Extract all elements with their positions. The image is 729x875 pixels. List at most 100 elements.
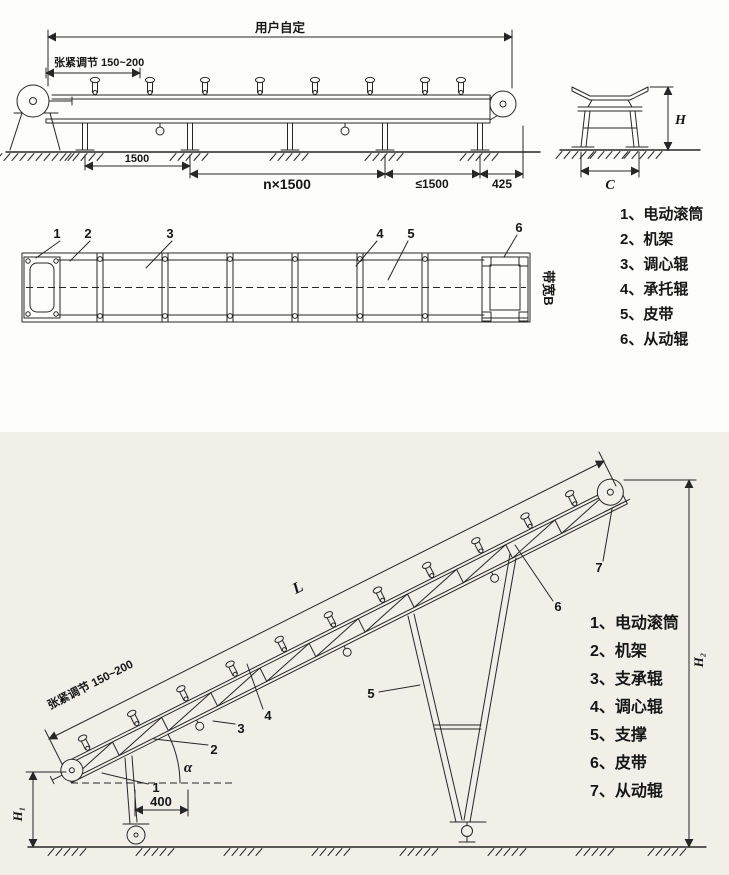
dim-H1: H₁ xyxy=(10,771,67,848)
legend-item: 5、支撑 xyxy=(590,725,647,744)
leg-icon xyxy=(375,122,395,151)
legend-item: 6、从动辊 xyxy=(620,330,688,348)
leg-icon xyxy=(180,122,200,151)
callout-7: 7 xyxy=(595,560,602,575)
plan-callouts: 1 2 3 4 5 6 xyxy=(35,220,523,281)
callout-3: 3 xyxy=(166,226,173,241)
idler-icon xyxy=(365,76,375,95)
dim-alpha: α xyxy=(71,733,232,784)
dim-H2: H₂ xyxy=(623,479,706,848)
callout-6: 6 xyxy=(515,220,522,235)
legend-item: 1、电动滚筒 xyxy=(590,613,679,632)
tension-label-incline: 张紧调节 150~200 xyxy=(45,657,135,712)
plan-drive-pulley xyxy=(23,256,61,319)
idler-icon xyxy=(200,76,210,95)
dim-user-defined-label: 用户自定 xyxy=(254,20,306,35)
legend-item: 2、机架 xyxy=(590,641,647,660)
ground-hatch xyxy=(589,151,629,159)
horizontal-conveyor-drawing: 用户自定 张紧调节 150~200 xyxy=(0,20,703,348)
dim-C-label: C xyxy=(605,178,615,193)
ground-hatch xyxy=(487,848,527,856)
trough-idler-set xyxy=(571,86,649,112)
frame-legs xyxy=(75,122,490,151)
callout-4: 4 xyxy=(264,708,272,723)
callout-1: 1 xyxy=(152,780,159,795)
ground-hatch xyxy=(575,848,615,856)
legend-item: 6、皮带 xyxy=(590,753,647,772)
plan-driven-pulley xyxy=(481,256,529,322)
callout-6: 6 xyxy=(554,599,561,614)
dim-1500-label: 1500 xyxy=(125,153,149,165)
callout-2: 2 xyxy=(84,226,91,241)
callout-4: 4 xyxy=(376,226,384,241)
ground-hatch xyxy=(555,151,595,159)
ground-hatch xyxy=(364,153,404,161)
legend-top: 1、电动滚筒 2、机架 3、调心辊 4、承托辊 5、皮带 6、从动辊 xyxy=(620,205,703,348)
legend-item: 2、机架 xyxy=(620,230,673,248)
ground-hatch xyxy=(399,848,439,856)
horizontal-conveyor-panel: 用户自定 张紧调节 150~200 xyxy=(0,0,729,432)
tension-label-top: 张紧调节 150~200 xyxy=(54,55,144,69)
ground-hatch xyxy=(269,153,309,161)
dim-le1500-label: ≤1500 xyxy=(415,177,449,191)
dim-400-label: 400 xyxy=(150,794,172,809)
legend-item: 5、皮带 xyxy=(620,305,673,323)
dim-H-label: H xyxy=(674,113,687,128)
legend-item: 4、调心辊 xyxy=(590,697,663,716)
legend-item: 1、电动滚筒 xyxy=(620,205,703,223)
callout-5: 5 xyxy=(407,226,414,241)
dim-n1500-label: n×1500 xyxy=(263,176,311,192)
callout-5: 5 xyxy=(367,686,374,701)
tail-support-wheel xyxy=(122,755,150,845)
drive-pulley xyxy=(9,84,73,151)
dim-425-label: 425 xyxy=(492,177,512,191)
conveyor-frame xyxy=(45,94,491,124)
callout-1: 1 xyxy=(53,226,60,241)
callout-2: 2 xyxy=(210,742,217,757)
leg-icon xyxy=(280,122,300,151)
ground-hatch xyxy=(47,848,87,856)
leg-icon xyxy=(75,122,95,151)
ground-hatch xyxy=(459,153,499,161)
inclined-truss xyxy=(49,478,631,785)
incline-carrying-idlers xyxy=(76,488,581,753)
dim-C: C xyxy=(580,151,640,193)
dim-chain-bottom: 1500 n×1500 ≤1500 425 xyxy=(84,125,524,192)
dim-H1-label: H₁ xyxy=(10,807,25,823)
plan-view: 1 2 3 4 5 6 带宽B xyxy=(21,220,556,323)
inclined-conveyor-panel: L 张紧调节 150~200 H₁ H₂ 400 xyxy=(0,432,729,875)
incline-ground xyxy=(27,846,707,856)
dim-L-label: L xyxy=(289,578,306,598)
inclined-conveyor-drawing: L 张紧调节 150~200 H₁ H₂ 400 xyxy=(10,451,707,856)
dim-400: 400 xyxy=(134,789,189,817)
end-view-stand xyxy=(571,110,649,148)
dim-H: H xyxy=(649,86,687,151)
return-idlers xyxy=(155,122,350,136)
idler-icon xyxy=(255,76,265,95)
dim-alpha-label: α xyxy=(184,760,193,776)
belt-width-label: 带宽B xyxy=(541,270,556,305)
end-view: H C xyxy=(555,86,701,193)
ground-hatch xyxy=(135,848,175,856)
ground-hatch xyxy=(623,151,663,159)
legend-item: 3、调心辊 xyxy=(620,255,688,273)
callout-3: 3 xyxy=(237,721,244,736)
incline-callouts: 1 2 3 4 5 6 7 xyxy=(101,508,613,795)
dim-user-defined: 用户自定 xyxy=(47,20,513,89)
idler-icon xyxy=(145,76,155,95)
idler-icon xyxy=(90,76,100,95)
ground-hatch xyxy=(0,153,35,161)
idler-icon xyxy=(420,76,430,95)
ground-hatch xyxy=(223,848,263,856)
legend-item: 4、承托辊 xyxy=(620,280,688,298)
side-view: 用户自定 张紧调节 150~200 xyxy=(0,20,541,192)
incline-tail-drive-pulley xyxy=(49,758,84,785)
main-support xyxy=(407,553,517,843)
tail-pulley xyxy=(489,90,517,121)
ground-hatch xyxy=(647,848,687,856)
ground-hatch xyxy=(311,848,351,856)
ground-hatch xyxy=(169,153,209,161)
dim-tension-top: 张紧调节 150~200 xyxy=(45,55,144,79)
idler-icon xyxy=(310,76,320,95)
